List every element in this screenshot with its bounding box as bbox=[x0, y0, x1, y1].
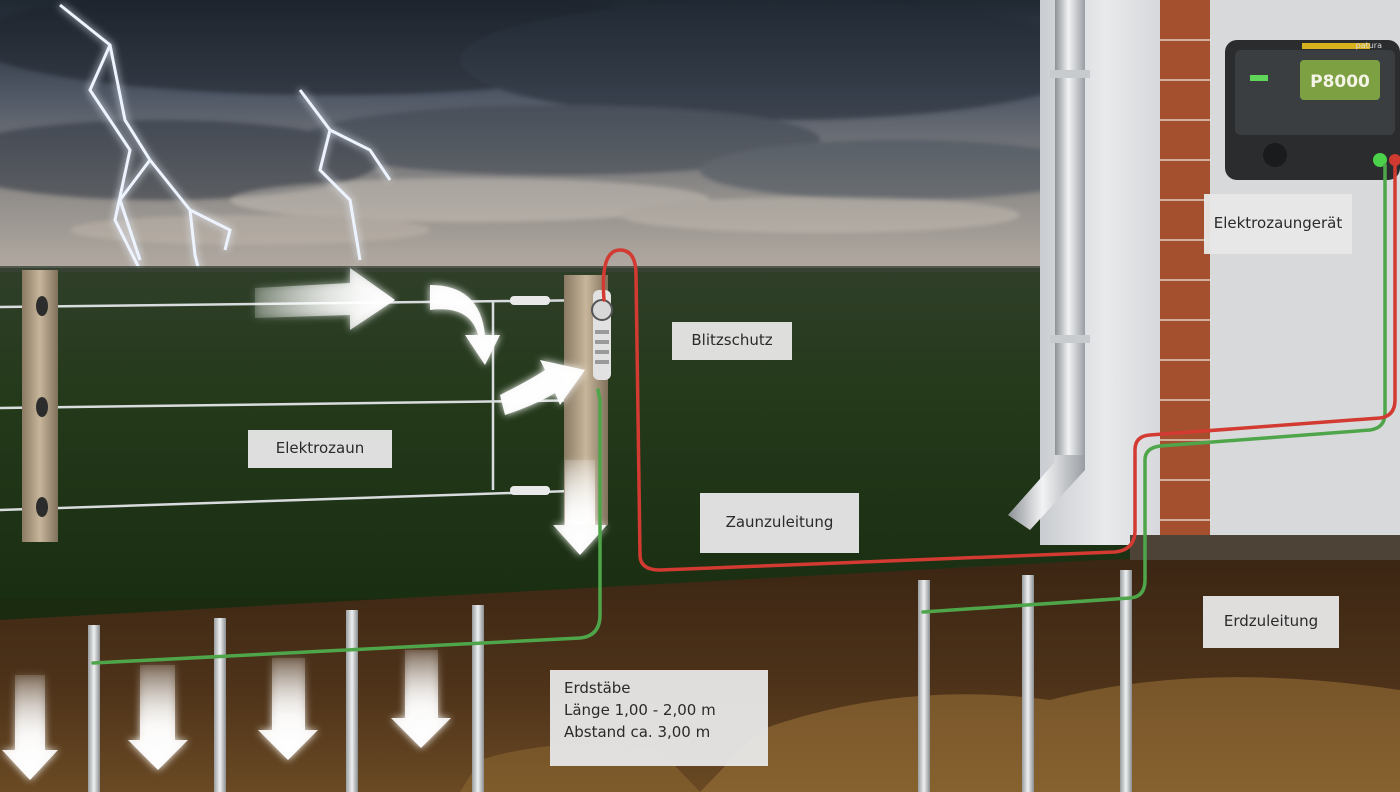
label-zaunzuleitung: Zaunzuleitung bbox=[700, 493, 859, 553]
fence-terminal-icon bbox=[1373, 153, 1387, 167]
label-elektrozaungeraet: Elektrozaungerät bbox=[1204, 194, 1352, 254]
erdstaebe-title: Erdstäbe bbox=[564, 679, 631, 697]
earth-rod bbox=[346, 610, 358, 792]
arrow-down-icon bbox=[258, 658, 318, 760]
label-erdstaebe: Erdstäbe Länge 1,00 - 2,00 m Abstand ca.… bbox=[550, 670, 768, 766]
storm-clouds bbox=[0, 0, 1100, 200]
energizer-device: P8000 patura bbox=[1225, 40, 1400, 180]
erdstaebe-spacing: Abstand ca. 3,00 m bbox=[564, 722, 711, 741]
earth-rod bbox=[918, 580, 930, 792]
arrow-right-icon bbox=[255, 268, 395, 330]
earth-rod bbox=[1120, 570, 1132, 792]
arrow-curve-icon bbox=[430, 285, 500, 365]
device-model: P8000 bbox=[1310, 72, 1370, 92]
downpipe bbox=[1055, 0, 1085, 460]
earth-rod bbox=[88, 625, 100, 792]
cloud-highlights bbox=[70, 178, 1020, 245]
earth-rod bbox=[1022, 575, 1034, 792]
lightning-arrester bbox=[591, 290, 613, 380]
fence-lead bbox=[601, 158, 1397, 572]
earth-rods bbox=[88, 570, 1132, 792]
label-blitzschutz: Blitzschutz bbox=[672, 322, 792, 360]
current-flow-arrows bbox=[2, 268, 607, 780]
arrow-down-icon bbox=[128, 665, 188, 770]
device-brand: patura bbox=[1356, 41, 1382, 50]
insulators bbox=[510, 296, 550, 495]
label-erdzuleitung: Erdzuleitung bbox=[1203, 596, 1339, 648]
label-elektrozaun: Elektrozaun bbox=[248, 430, 392, 468]
arrow-down-icon bbox=[391, 650, 451, 748]
arrow-down-icon bbox=[553, 460, 607, 555]
arrow-down-icon bbox=[2, 675, 58, 780]
earth-lead bbox=[91, 163, 1387, 665]
brick-column bbox=[1160, 0, 1210, 555]
arrow-curve-up-icon bbox=[500, 360, 585, 415]
earth-rod bbox=[472, 605, 484, 792]
earth-rod bbox=[214, 618, 226, 792]
downpipe-outlet bbox=[1008, 455, 1085, 530]
erdstaebe-length: Länge 1,00 - 2,00 m bbox=[564, 700, 716, 719]
